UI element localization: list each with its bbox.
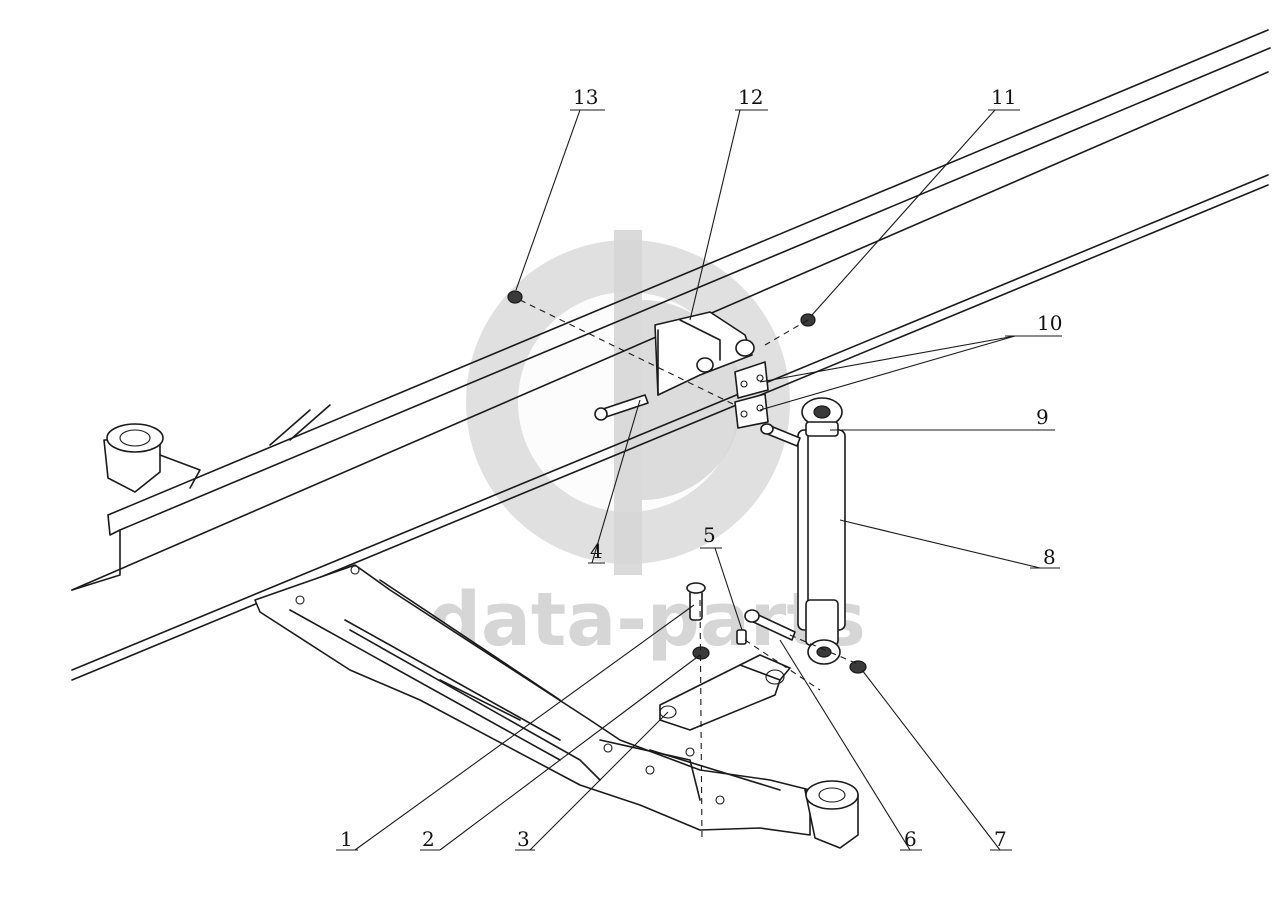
callout-labels: 13 12 11 10 9 8 7 6 5 4 3 2 1 bbox=[340, 85, 1062, 851]
callout-7: 7 bbox=[994, 827, 1007, 851]
callout-4: 4 bbox=[590, 539, 603, 563]
callout-11: 11 bbox=[991, 85, 1016, 109]
callout-3: 3 bbox=[517, 827, 530, 851]
assembly-axes bbox=[519, 299, 861, 841]
leader-8 bbox=[839, 519, 1041, 569]
bolt-1 bbox=[686, 582, 706, 621]
front-axle-beam bbox=[254, 564, 811, 836]
leader-13 bbox=[515, 109, 581, 291]
leader-5 bbox=[714, 547, 743, 631]
leader-4 bbox=[591, 399, 641, 564]
leader-7 bbox=[861, 669, 1001, 851]
bolt-4 bbox=[594, 394, 649, 421]
callout-9: 9 bbox=[1036, 405, 1049, 429]
leader-lines bbox=[354, 109, 1041, 851]
shock-absorber bbox=[797, 397, 846, 665]
grease-fitting-5 bbox=[736, 629, 747, 645]
leader-6 bbox=[779, 639, 911, 851]
shock-lower-bracket bbox=[659, 654, 791, 731]
callout-2: 2 bbox=[422, 827, 435, 851]
upper-bracket-12 bbox=[654, 311, 755, 396]
callout-5: 5 bbox=[703, 523, 716, 547]
plate-10a bbox=[734, 361, 769, 399]
callout-10: 10 bbox=[1037, 311, 1062, 335]
leader-12 bbox=[689, 109, 741, 321]
leader-1 bbox=[354, 604, 695, 851]
leader-3 bbox=[529, 711, 669, 851]
leader-10a bbox=[759, 335, 1016, 383]
callout-6: 6 bbox=[904, 827, 917, 851]
axle-right-end bbox=[804, 780, 859, 849]
watermark-text: data-parts bbox=[428, 577, 866, 663]
leader-10b bbox=[759, 335, 1016, 411]
bolt-6 bbox=[744, 609, 796, 641]
nut-13 bbox=[507, 290, 523, 304]
axle-left-end bbox=[103, 423, 201, 493]
bolt-9 bbox=[760, 423, 801, 447]
callout-underlines bbox=[336, 109, 1062, 851]
callout-13: 13 bbox=[573, 85, 598, 109]
leader-2 bbox=[439, 654, 701, 851]
callout-8: 8 bbox=[1043, 545, 1056, 569]
plate-10b bbox=[734, 393, 769, 429]
callout-1: 1 bbox=[340, 827, 353, 851]
callout-12: 12 bbox=[738, 85, 763, 109]
leader-11 bbox=[811, 109, 996, 316]
